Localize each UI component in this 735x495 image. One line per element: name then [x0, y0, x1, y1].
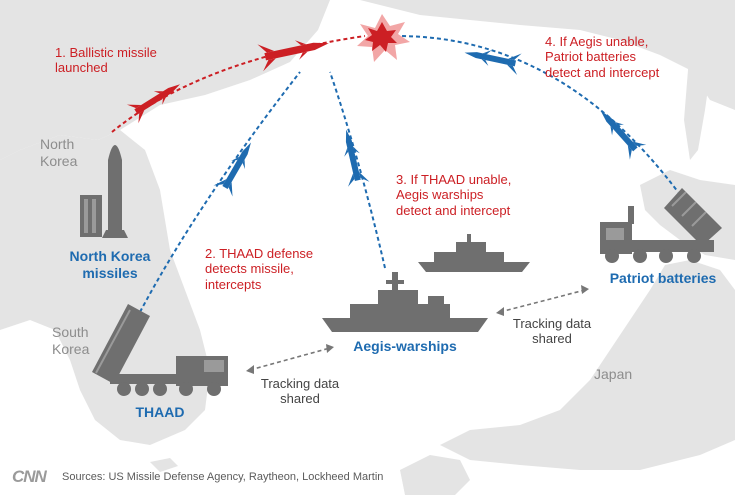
- tracking-link-left-arrow-a: [246, 365, 254, 374]
- north-korea-launcher-icon: [80, 145, 128, 238]
- step-2-label: 2. THAAD defense detects missile, interc…: [205, 246, 314, 292]
- ballistic-trajectory-path: [111, 35, 366, 133]
- korean-peninsula-landmass: [0, 130, 210, 445]
- tracking-link-right-arrow-b: [581, 285, 589, 294]
- country-label-north-korea: North Korea: [40, 136, 78, 169]
- unit-label-aegis-warships: Aegis-warships: [353, 338, 457, 354]
- tracking-link-left: [249, 347, 331, 371]
- china-landmass: [0, 0, 330, 160]
- step-3-label: 3. If THAAD unable, Aegis warships detec…: [396, 172, 512, 218]
- intercept-explosion-core: [365, 22, 397, 52]
- thaad-interceptor-icon: [213, 136, 261, 197]
- tracking-link-right: [499, 289, 586, 313]
- country-label-japan: Japan: [594, 366, 633, 382]
- cnn-logo: CNN: [12, 467, 47, 486]
- russia-landmass: [360, 0, 735, 110]
- patriot-launcher-icon: [600, 188, 722, 263]
- unit-label-patriot-batteries: Patriot batteries: [609, 270, 717, 286]
- tracking-note-right: Tracking data shared: [512, 316, 592, 347]
- sakhalin-landmass: [684, 15, 712, 160]
- step-4-label: 4. If Aegis unable, Patriot batteries de…: [545, 34, 660, 80]
- unit-label-thaad: THAAD: [135, 404, 185, 420]
- step-1-label: 1. Ballistic missile launched: [55, 45, 157, 76]
- patriot-interceptor-icon: [462, 41, 522, 75]
- tracking-link-left-arrow-b: [326, 344, 334, 353]
- aegis-warship-icon: [322, 272, 488, 332]
- aegis-interceptor-icon: [335, 127, 370, 187]
- thaad-launcher-icon: [92, 304, 228, 396]
- tracking-note-left: Tracking data shared: [260, 376, 340, 407]
- patriot-interceptor-icon: [592, 103, 647, 160]
- kyushu-landmass: [400, 455, 470, 495]
- country-label-south-korea: South Korea: [52, 324, 90, 357]
- aegis-warship-icon: [418, 234, 530, 272]
- patriot-intercept-path: [394, 34, 679, 193]
- unit-label-north-korea-missiles: North Korea missiles: [69, 248, 151, 281]
- tracking-link-right-arrow-a: [496, 307, 504, 316]
- honshu-landmass: [440, 260, 735, 470]
- thaad-intercept-path: [139, 71, 301, 313]
- jeju-island: [150, 458, 178, 472]
- aegis-intercept-path: [329, 71, 386, 269]
- source-credit: Sources: US Missile Defense Agency, Rayt…: [62, 471, 384, 483]
